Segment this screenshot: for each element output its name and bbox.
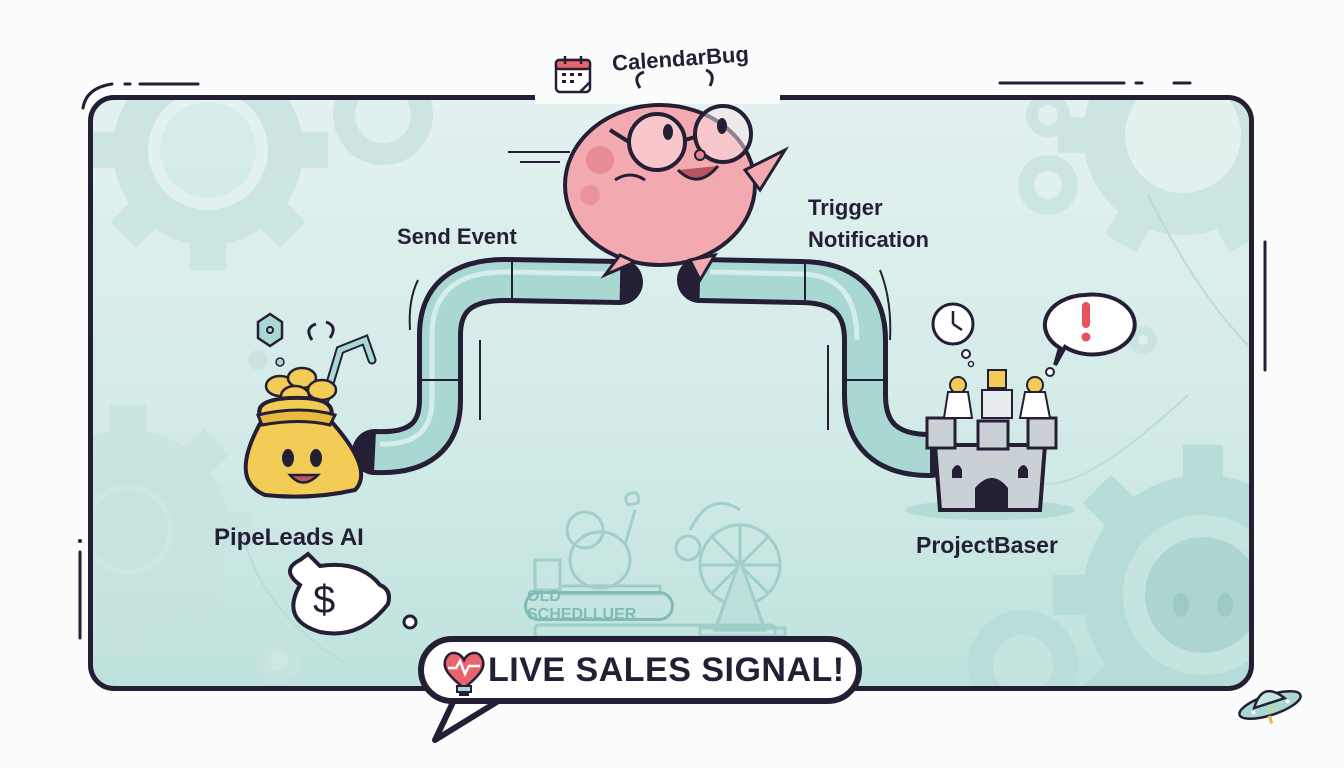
projectbaser-castle [905,369,1075,520]
projectbaser-label: ProjectBaser [916,532,1058,558]
send-event-label: Send Event [397,224,517,249]
title-border-gap [535,88,780,104]
money-thought-bubble [288,551,418,636]
pipe-trigger-notification [677,257,953,478]
pipeleads-money-bag [243,312,377,499]
callout-text: LIVE SALES SIGNAL! [488,650,845,689]
live-sales-signal-callout: LIVE SALES SIGNAL! [418,636,862,704]
clock-thought-bubble [931,302,975,368]
pipeleads-label: PipeLeads AI [214,524,364,551]
dollar-sign: $ [313,578,336,622]
alert-speech-bubble [1042,292,1137,377]
motion-lines [408,151,892,430]
calendar-icon [554,56,592,94]
ufo-icon [1238,689,1302,724]
old-scheduler-label: OLD SCHEDLLUER [524,588,674,623]
trigger-notification-label: Trigger Notification [808,195,929,252]
background-gears [93,100,1249,686]
callout-tail [432,695,503,743]
calendarbug-mascot [563,68,790,284]
old-scheduler-illustration [533,491,787,639]
heartbeat-bulb-icon [443,651,485,696]
pipe-send-event [352,256,643,476]
